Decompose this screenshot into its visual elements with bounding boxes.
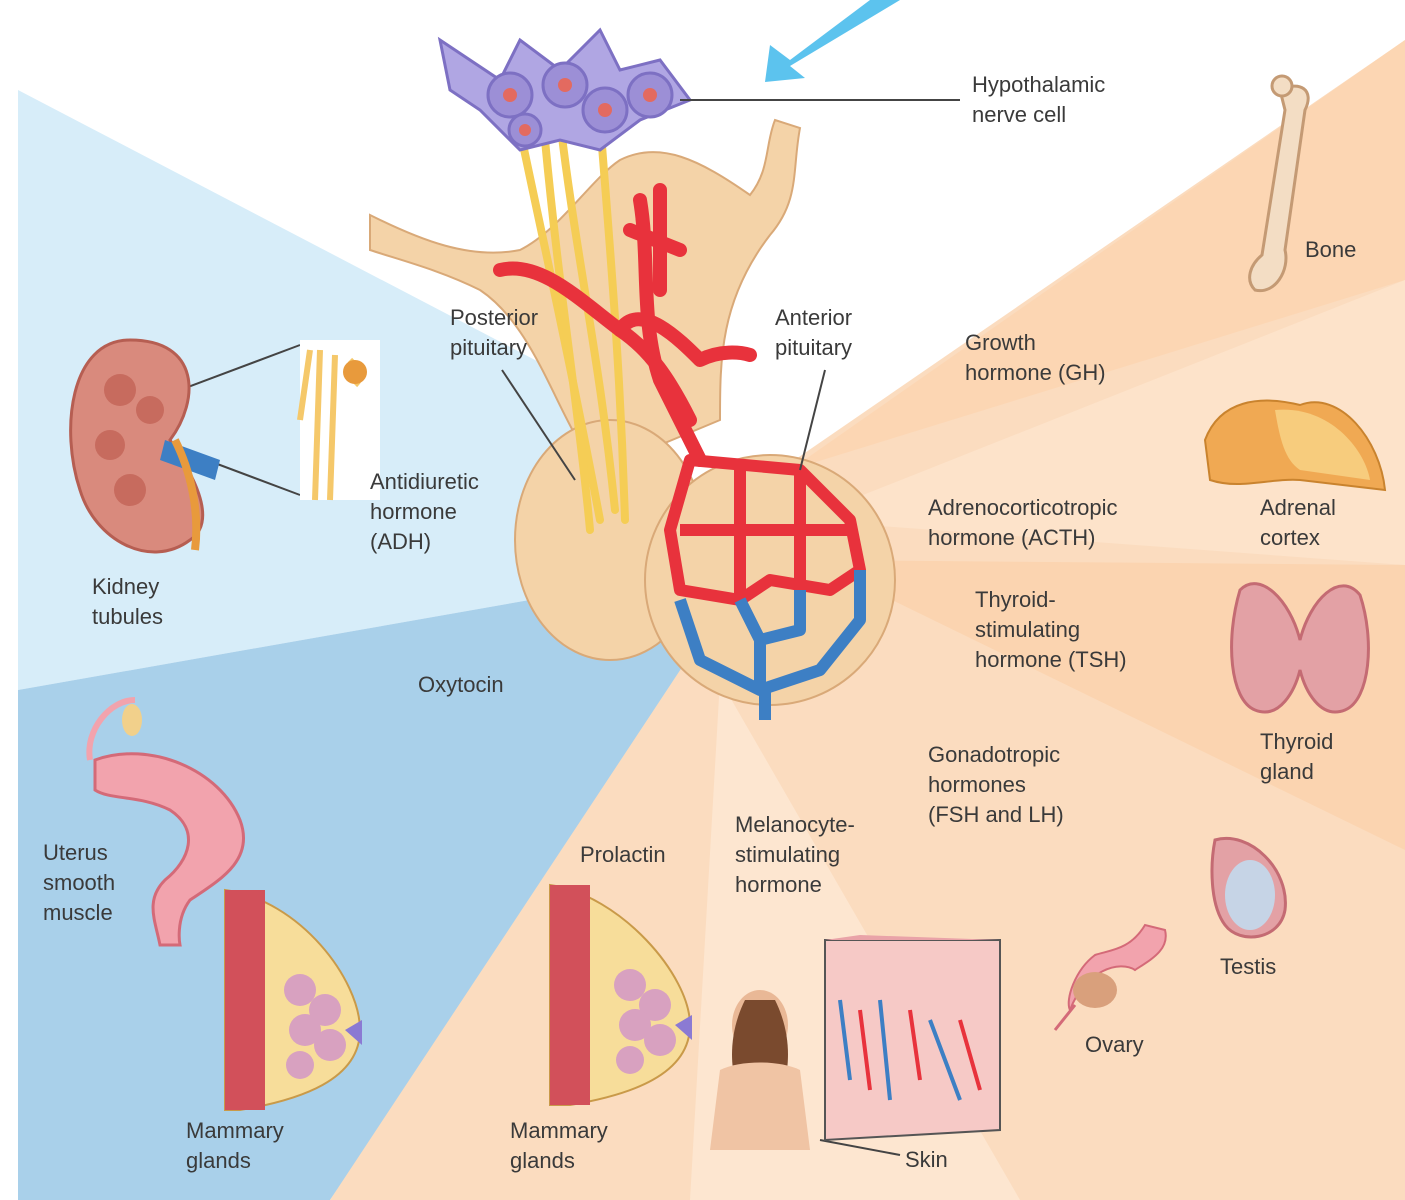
portal-vessels — [493, 183, 757, 467]
gh-band — [790, 40, 1405, 470]
label-hypothalamic-nerve-cell: Hypothalamic nerve cell — [972, 72, 1106, 127]
label-anterior-pituitary: Anterior pituitary — [775, 305, 853, 360]
acth-band — [800, 280, 1405, 565]
hypothalamic-neurons — [437, 27, 693, 152]
label-bone: Bone — [1305, 237, 1357, 262]
neuron-nuclei — [503, 78, 657, 136]
label-mammary-glands-mid: Mammary glands — [510, 1118, 608, 1173]
capillary-network-blue — [674, 570, 866, 720]
human-figure-illustration — [710, 990, 810, 1150]
label-growth-hormone: Growth hormone (GH) — [965, 330, 1106, 385]
kidney-illustration — [69, 338, 380, 554]
label-oxytocin: Oxytocin — [418, 672, 504, 697]
oxytocin-sector — [18, 570, 720, 1200]
label-tsh: Thyroid- stimulating hormone (TSH) — [975, 587, 1127, 672]
input-arrow-icon — [765, 0, 900, 82]
label-kidney-tubules: Kidney tubules — [92, 574, 163, 629]
label-uterus: Uterus smooth muscle — [43, 840, 116, 925]
label-ovary: Ovary — [1085, 1032, 1144, 1057]
thyroid-illustration — [1230, 582, 1370, 714]
label-adrenal-cortex: Adrenal cortex — [1260, 495, 1336, 550]
ovary-illustration — [1053, 923, 1167, 1031]
capillary-network-red — [664, 454, 866, 606]
testis-illustration — [1210, 837, 1287, 939]
label-mammary-glands-left: Mammary glands — [186, 1118, 284, 1173]
label-testis: Testis — [1220, 954, 1277, 979]
label-acth: Adrenocorticotropic hormone (ACTH) — [928, 495, 1118, 550]
label-thyroid-gland: Thyroid gland — [1260, 729, 1334, 784]
label-msh: Melanocyte- stimulating hormone — [735, 812, 855, 897]
label-posterior-pituitary: Posterior pituitary — [450, 305, 539, 360]
mammary-gland-mid — [549, 883, 692, 1106]
mammary-gland-left — [224, 888, 362, 1111]
bone-illustration — [1248, 74, 1310, 293]
label-prolactin: Prolactin — [580, 842, 666, 867]
label-gonadotropic-hormones: Gonadotropic hormones (FSH and LH) — [928, 742, 1064, 827]
uterus-illustration — [86, 697, 246, 947]
skin-block-illustration — [824, 935, 1001, 1142]
adrenal-cortex-illustration — [1203, 399, 1387, 492]
label-skin: Skin — [905, 1147, 948, 1172]
label-adh: Antidiuretic hormone (ADH) — [370, 469, 479, 554]
axon-bundle — [516, 116, 629, 534]
